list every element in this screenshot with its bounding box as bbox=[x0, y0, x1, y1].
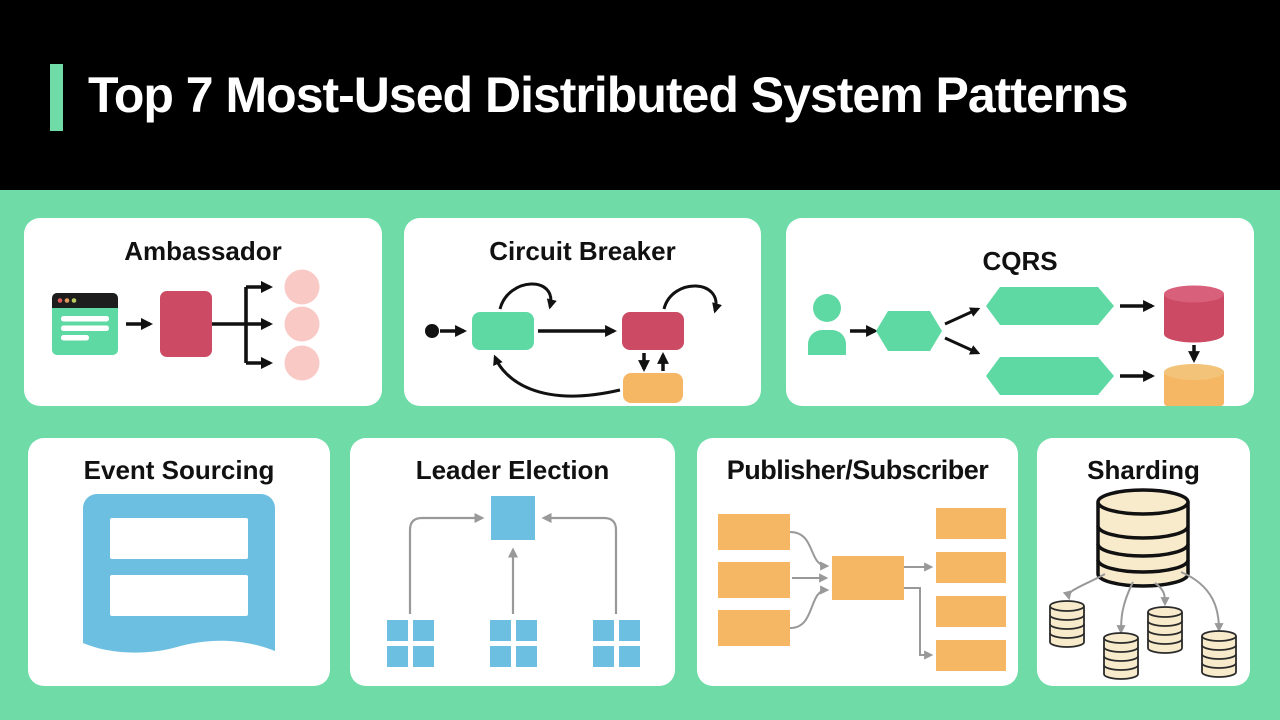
shard-arrow-3 bbox=[1154, 582, 1170, 607]
event-log-icon bbox=[83, 494, 275, 653]
card-circuit-breaker: Circuit Breaker bbox=[404, 218, 761, 406]
follower-cluster-right bbox=[592, 620, 640, 667]
shard-arrow-1 bbox=[1062, 573, 1106, 601]
card-sharding: Sharding bbox=[1037, 438, 1250, 686]
sharding-diagram bbox=[1049, 488, 1237, 680]
publisher-3 bbox=[717, 610, 790, 646]
event-sourcing-diagram bbox=[83, 494, 275, 653]
sub-arrow-2 bbox=[903, 587, 933, 660]
main-database-icon bbox=[1096, 488, 1190, 588]
fanout-arrows bbox=[212, 280, 274, 370]
card-title-circuit-breaker: Circuit Breaker bbox=[489, 236, 676, 266]
browser-icon bbox=[52, 293, 118, 355]
api-hexagon bbox=[876, 311, 942, 351]
publisher-1 bbox=[717, 514, 790, 550]
closed-self-loop-arrow bbox=[498, 282, 557, 310]
card-title-cqrs: CQRS bbox=[982, 246, 1058, 276]
publisher-2 bbox=[717, 562, 790, 598]
card-title-publisher-subscriber: Publisher/Subscriber bbox=[726, 455, 989, 485]
pub-arrow-1 bbox=[789, 531, 829, 571]
message-broker bbox=[831, 556, 904, 600]
publisher-subscriber-diagram bbox=[717, 508, 1006, 671]
card-title-ambassador: Ambassador bbox=[124, 236, 282, 266]
halfopen-to-closed-arrow bbox=[492, 354, 620, 398]
service-node-2 bbox=[284, 306, 320, 342]
card-leader-election: Leader Election bbox=[350, 438, 675, 686]
shard-database-2 bbox=[1103, 632, 1139, 680]
card-publisher-subscriber: Publisher/Subscriber bbox=[697, 438, 1018, 686]
closed-state-box bbox=[471, 312, 534, 350]
shard-arrow-4 bbox=[1180, 571, 1224, 633]
open-self-loop-arrow bbox=[662, 284, 722, 314]
service-node-3 bbox=[284, 345, 320, 381]
subscriber-2 bbox=[935, 552, 1006, 583]
card-event-sourcing: Event Sourcing bbox=[28, 438, 330, 686]
command-hexagon bbox=[986, 287, 1114, 325]
card-cqrs: CQRS bbox=[786, 218, 1254, 406]
user-icon bbox=[808, 294, 846, 355]
page-title: Top 7 Most-Used Distributed System Patte… bbox=[88, 67, 1129, 123]
ambassador-proxy-box bbox=[160, 291, 212, 357]
follower-cluster-left bbox=[386, 620, 434, 667]
vote-arrow-left bbox=[408, 512, 485, 614]
leader-election-diagram bbox=[386, 496, 640, 667]
cqrs-diagram bbox=[808, 285, 1224, 406]
open-state-box bbox=[621, 312, 684, 350]
subscriber-4 bbox=[935, 640, 1006, 671]
accent-bar bbox=[50, 64, 63, 131]
shard-database-1 bbox=[1049, 600, 1085, 648]
query-hexagon bbox=[986, 357, 1114, 395]
half-open-state-box bbox=[622, 373, 683, 403]
start-dot bbox=[424, 324, 439, 338]
shard-database-4 bbox=[1201, 630, 1237, 678]
card-title-event-sourcing: Event Sourcing bbox=[83, 455, 275, 485]
ambassador-diagram bbox=[52, 269, 320, 381]
pub-arrow-3 bbox=[789, 585, 829, 629]
write-database-icon bbox=[1164, 285, 1224, 343]
header-banner: Top 7 Most-Used Distributed System Patte… bbox=[0, 0, 1280, 190]
leader-node bbox=[490, 496, 535, 540]
card-title-sharding: Sharding bbox=[1087, 455, 1200, 485]
card-ambassador: Ambassador bbox=[24, 218, 382, 406]
card-title-leader-election: Leader Election bbox=[415, 455, 610, 485]
shard-database-3 bbox=[1147, 606, 1183, 654]
shard-arrow-2 bbox=[1116, 581, 1134, 635]
subscriber-3 bbox=[935, 596, 1006, 627]
read-database-icon bbox=[1164, 364, 1224, 406]
circuit-breaker-diagram bbox=[424, 282, 722, 403]
service-node-1 bbox=[284, 269, 320, 305]
vote-arrow-right bbox=[540, 512, 617, 614]
follower-cluster-center bbox=[489, 620, 537, 667]
subscriber-1 bbox=[935, 508, 1006, 539]
